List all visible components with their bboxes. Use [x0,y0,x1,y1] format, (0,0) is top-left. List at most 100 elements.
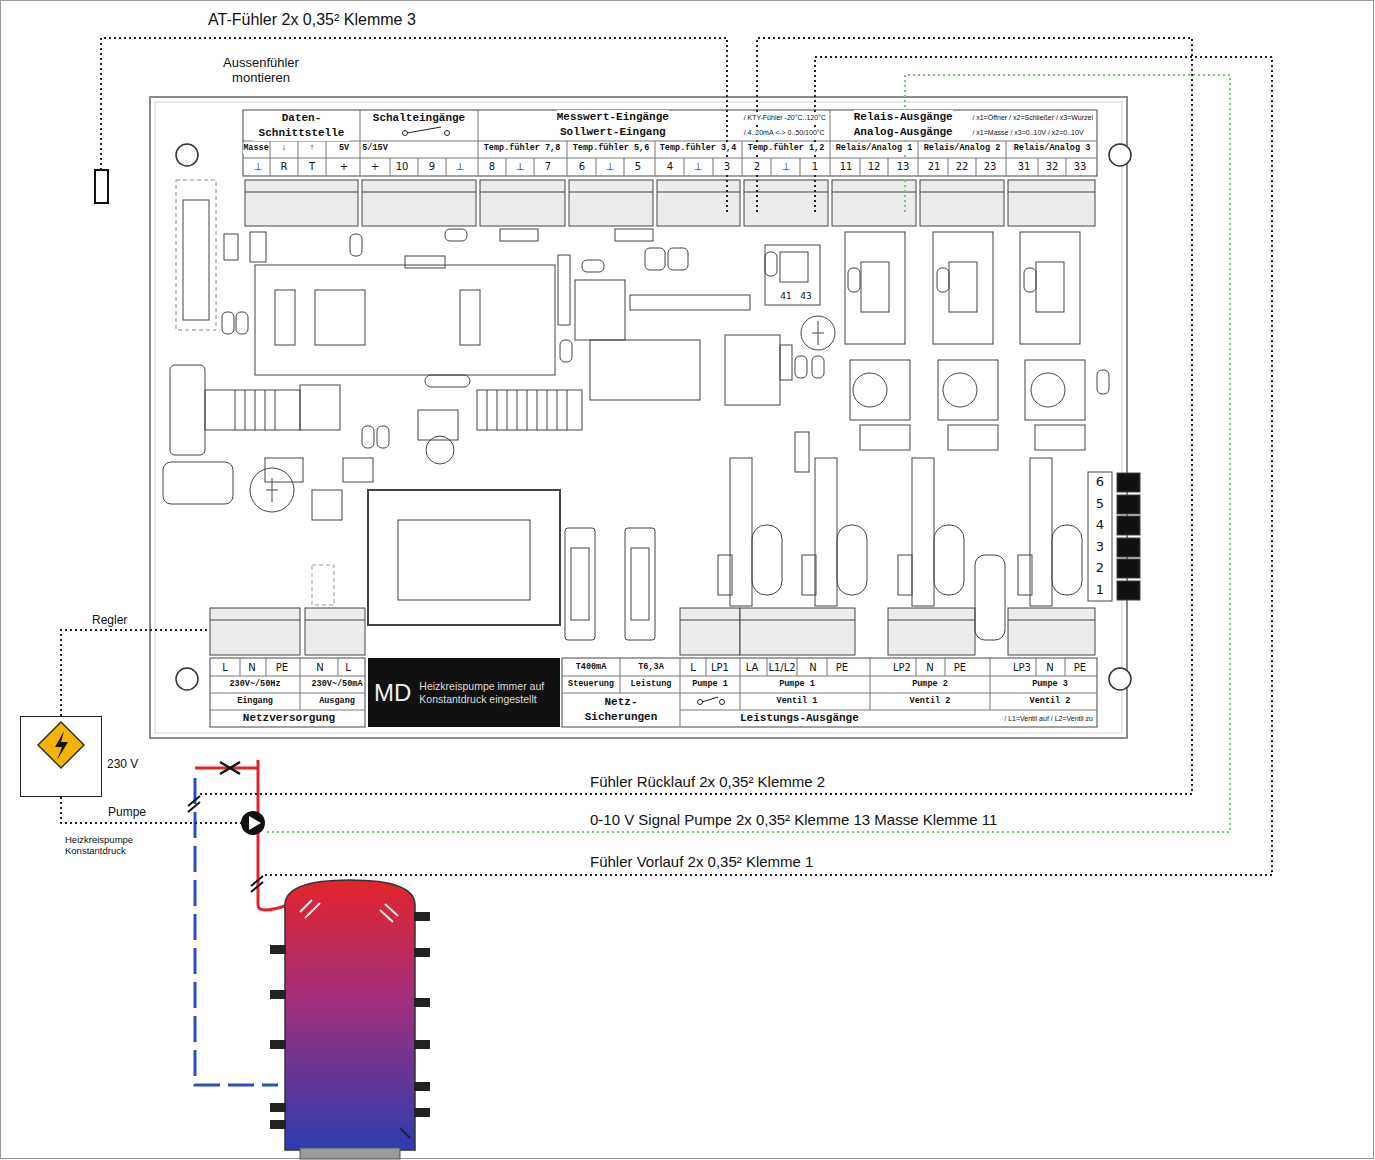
board-components [405,256,445,268]
board-components [1117,473,1140,492]
hydraulic-scheme [414,998,430,1007]
board-components [1030,458,1052,606]
terminal-name: PE [276,661,288,674]
circuit-board [150,97,1127,738]
board-components [582,260,604,272]
board-components [725,335,780,405]
terminal-name: L [345,661,351,674]
terminal-block [740,608,855,655]
board-components [812,356,824,378]
indicator-number: 2 [1096,560,1104,576]
board-components [350,234,362,256]
node-text: Leistungs-Ausgänge [740,711,859,726]
terminal-caption: Pumpe 1 [692,678,728,690]
board-components [934,525,964,595]
board-components [265,458,303,482]
wire-label: Pumpe [108,805,146,819]
terminal-number: ⊥ [254,160,263,173]
hydraulic-scheme [258,905,288,910]
terminal-number: 7 [545,160,551,173]
board-components [500,229,538,241]
board-components [1117,581,1140,600]
board-components [222,312,234,334]
hydraulic-scheme [220,762,240,774]
terminal-name: N [926,661,933,674]
warning-sign [38,722,84,768]
board-components [565,528,595,640]
board-components [943,373,977,407]
terminal-number: 12 [868,160,881,173]
hydraulic-scheme [251,876,263,892]
board-components [948,425,998,450]
circuit-board [1109,668,1131,690]
terminal-name: N [316,661,323,674]
signal-wire [200,38,1192,794]
outside-sensor [95,170,108,203]
board-components [590,340,700,400]
circuit-board [176,668,198,690]
terminal-table [243,110,1097,176]
node-text: / x1=Öffner / x2=Schließer / x3=Wurzel [972,113,1093,123]
board-components [560,340,572,362]
signal-wire [264,57,1272,875]
board-components [445,229,467,241]
indicator-number: 3 [1096,539,1104,555]
terminal-block [210,620,1095,621]
board-components [487,390,567,430]
terminal-number: 32 [1046,160,1059,173]
terminal-name: N [1046,661,1053,674]
terminal-heading: ↑ [309,143,314,154]
board-components [398,520,530,600]
terminal-name: L1/L2 [768,661,795,674]
group-heading: Messwert-Eingänge/ KTY-Fühler -20°C..120… [478,110,830,141]
terminal-caption: 230V~/50Hz [229,678,280,690]
board-components [765,245,820,305]
hydraulic-scheme [241,811,265,835]
hydraulic-scheme [400,1128,410,1138]
terminal-heading: Temp.fühler 5,6 [573,143,650,154]
board-components [630,295,750,310]
wire-label: Fühler Vorlauf 2x 0,35² Klemme 1 [590,853,813,871]
board-components [912,458,934,606]
fuse-group: Netz- Sicherungen [562,693,680,727]
terminal-caption: 230V~/50mA [311,678,362,690]
board-components [1036,262,1064,312]
board-components [795,432,809,472]
terminal-number: ⊥ [782,160,791,173]
board-components [477,390,582,430]
node-text: / 4..20mA <-> 0..50/100°C [744,128,826,138]
hydraulic-scheme [414,948,430,957]
node-text: 230 V [107,757,138,771]
terminal-caption: Ausgang [319,695,355,707]
mains-box: 230 V [20,716,102,797]
board-components [780,252,808,282]
board-components [933,232,993,344]
terminal-number: T [309,160,315,173]
terminal-name: PE [954,661,966,674]
board-components [575,280,625,340]
terminal-name: N [248,661,255,674]
terminal-heading: Temp.fühler 3,4 [660,143,737,154]
hydraulic-scheme [270,1103,286,1112]
board-components [1117,559,1140,578]
board-components [1018,555,1032,595]
board-components [1117,516,1140,535]
terminal-number: 33 [1074,160,1087,173]
terminal-block [1008,180,1095,226]
hydraulic-scheme [414,1082,430,1091]
board-components [625,528,655,640]
node-text: MD [374,679,411,707]
node-text: Analog-Ausgänge [854,125,953,140]
board-components [362,426,374,448]
board-components [300,385,340,430]
terminal-table [407,127,441,133]
node-text: Schalteingänge [373,111,465,126]
board-components [343,458,373,482]
terminal-name: PE [836,661,848,674]
node-text: / x1=Masse / x3=0..10V / x2=0..10V [972,128,1093,138]
terminal-number: 5 [635,160,641,173]
board-components [312,490,342,520]
